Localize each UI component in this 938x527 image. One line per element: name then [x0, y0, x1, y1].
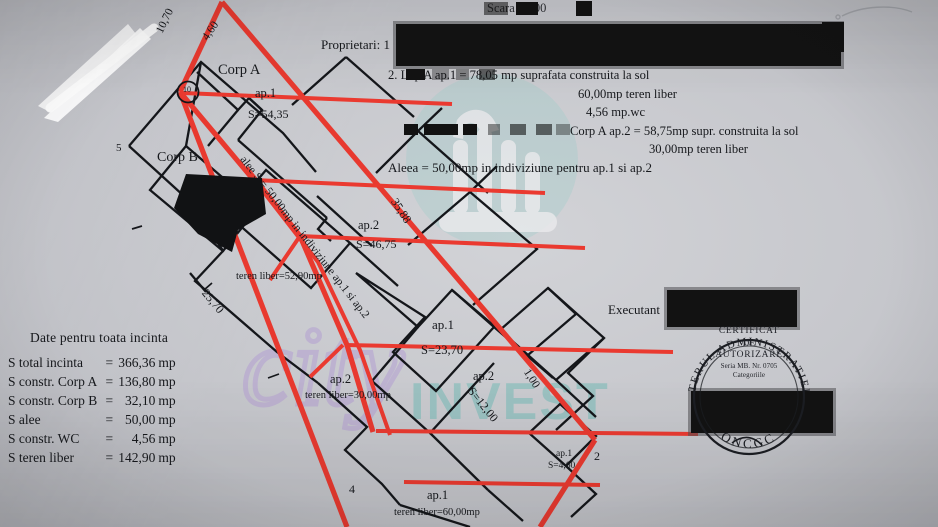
description-line-2: 60,00mp teren liber	[578, 87, 677, 101]
summary-row-eq: =	[105, 354, 114, 370]
label-ap2-right: ap.2	[473, 369, 495, 383]
summary-row-eq: =	[105, 449, 114, 465]
label-ap2-mid: ap.2	[358, 218, 380, 232]
watermark-script-text: city	[242, 318, 404, 429]
summary-row-unit: mp	[158, 392, 176, 408]
vertex-marker-label: 10	[183, 85, 191, 94]
stamp-line-3: AUTORIZARE	[715, 350, 783, 361]
redaction-name-a2	[432, 69, 449, 80]
redaction-name-b6	[536, 124, 552, 135]
summary-row-unit: mp	[158, 449, 176, 465]
label-ap1-small-area: S=4,60	[548, 461, 576, 471]
label-corp-b: Corp B	[157, 150, 198, 165]
label-ap1-center-area: S=23,70	[421, 343, 464, 357]
stamp-center-text: CERTIFICAT DE AUTORIZARE Seria MB. Nr. 0…	[680, 325, 818, 380]
label-ap1-bottom-free: teren liber=60,00mp	[394, 507, 480, 518]
summary-row-label: S constr. WC	[8, 430, 80, 446]
redaction-name-b3	[463, 124, 477, 135]
summary-title: Date pentru toata incinta	[30, 330, 169, 345]
redaction-executant-signature	[691, 391, 833, 433]
stamp-ring-bottom-text: ONCGC	[719, 428, 779, 451]
summary-row-value: 4,56	[131, 430, 156, 446]
stamp-flourish	[731, 436, 763, 446]
description-line-3: 4,56 mp.wc	[586, 105, 646, 119]
redaction-executant-name	[667, 290, 797, 327]
redaction-owner-name	[396, 24, 841, 66]
summary-row-eq: =	[105, 411, 114, 427]
watermark-invest-text: INVEST	[410, 373, 610, 431]
summary-row-label: S constr. Corp B	[8, 392, 98, 408]
summary-row-value: 366,36	[118, 354, 156, 370]
label-ap2-left: ap.2	[330, 372, 352, 386]
summary-row-label: S total incinta	[8, 354, 83, 370]
dimension-25-70: 25,70	[199, 286, 228, 317]
description-line-4: Corp A ap.2 = 58,75mp supr. construita l…	[570, 124, 799, 138]
redaction-name-a3	[456, 69, 469, 80]
redaction-name-b5	[510, 124, 526, 135]
description-line-5: 30,00mp teren liber	[649, 142, 748, 156]
redaction-name-a1	[406, 69, 425, 80]
summary-row-eq: =	[105, 373, 114, 389]
redaction-name-b4	[488, 124, 500, 135]
summary-row-label: S teren liber	[8, 449, 74, 465]
summary-row-unit: mp	[158, 373, 176, 389]
label-ap2-mid-area: S=46,75	[356, 237, 397, 251]
executant-label: Executant	[608, 302, 660, 317]
label-ap1-center: ap.1	[432, 317, 455, 332]
stamp-line-4: Seria MB. Nr. 0705	[720, 361, 778, 370]
redaction-name-b1	[404, 124, 418, 135]
authorization-stamp: TERUL ADMINISTRATIEI PU ONCGC	[680, 325, 810, 456]
stamp-line-5: Categoriile	[732, 371, 766, 380]
summary-row-eq: =	[105, 392, 114, 408]
stamp-line-2: DE	[742, 337, 756, 348]
summary-row-unit: mp	[158, 411, 176, 427]
label-ap1-small: ap.1	[556, 449, 573, 459]
stamp-line-1: CERTIFICAT	[718, 326, 780, 336]
paper-mark	[835, 14, 841, 20]
redaction-scale-1	[484, 2, 508, 15]
summary-row-unit: mp	[158, 354, 176, 370]
summary-row-value: 136,80	[118, 373, 156, 389]
redaction-corner	[822, 22, 844, 52]
summary-row-value: 32,10	[125, 392, 156, 408]
redaction-corp-b-blob	[174, 174, 266, 252]
dimension-4-60: 4,60	[200, 19, 222, 43]
summary-row-label: S constr. Corp A	[8, 373, 98, 389]
label-ap1-bottom: ap.1	[427, 488, 449, 502]
summary-row-value: 50,00	[125, 411, 156, 427]
label-ap1-top: ap.1	[255, 86, 277, 100]
summary-row-eq: =	[105, 430, 114, 446]
summary-row-value: 142,90	[118, 449, 156, 465]
label-teren-liber-52: teren liber=52,90mp	[236, 271, 322, 282]
dimension-10-70: 10,70	[154, 6, 177, 36]
label-ap1-top-area: S=54,35	[248, 107, 289, 121]
description-line-6: Aleea = 50,00mp in indiviziune pentru ap…	[388, 160, 653, 175]
vertex-label-4: 4	[349, 482, 355, 496]
summary-row-unit: mp	[158, 430, 176, 446]
redaction-scale-2	[516, 2, 538, 15]
owner-label: Proprietari: 1	[321, 37, 390, 52]
summary-row-label: S alee	[8, 411, 41, 427]
paper-crease	[841, 6, 913, 17]
summary-data-table: Date pentru toata incinta S total incint…	[8, 330, 238, 467]
photo-glare	[38, 23, 159, 122]
redaction-name-a4	[479, 69, 495, 80]
vertex-label-2: 2	[594, 449, 600, 463]
description-line-1: 2. L. p A ap.1 = 78,05 mp suprafata cons…	[388, 68, 650, 82]
redaction-name-b7	[556, 124, 570, 135]
redaction-name-b2	[424, 124, 458, 135]
vertex-label-5: 5	[116, 142, 122, 154]
label-ap2-left-free: teren liber=30,00mp	[305, 390, 391, 401]
label-corp-a: Corp A	[218, 62, 261, 78]
dimension-tick	[131, 225, 143, 230]
redaction-scale-3	[576, 1, 592, 16]
